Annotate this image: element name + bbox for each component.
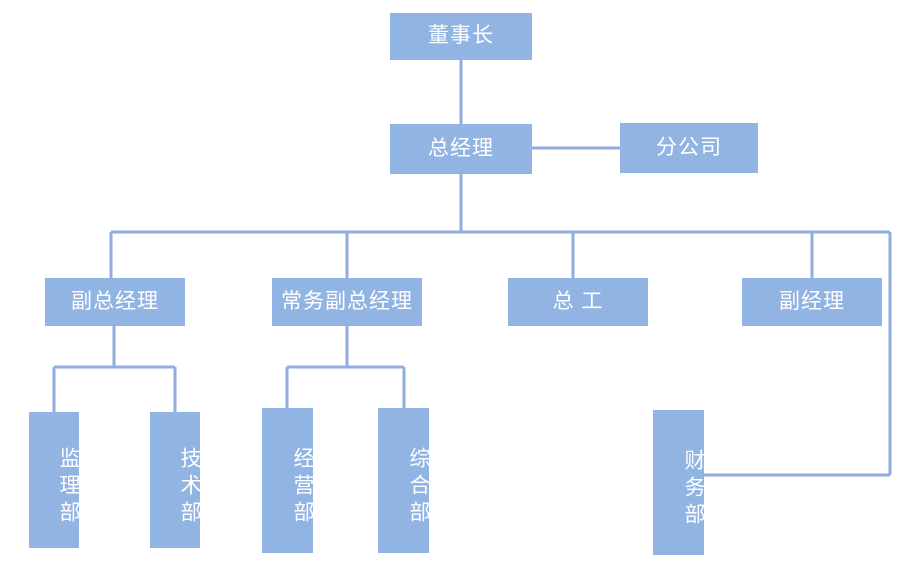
node-label-deputy-manager: 副经理 [779, 289, 845, 313]
node-label-chief-engineer: 总 工 [552, 289, 604, 313]
node-label-finance-dept: 财务部 [682, 449, 705, 530]
node-deputy-manager[interactable]: 副经理 [742, 278, 882, 326]
node-label-general-affairs-dept: 综合部 [407, 447, 430, 528]
node-executive-deputy-gm[interactable]: 常务副总经理 [272, 278, 422, 326]
node-label-chairman: 董事长 [428, 24, 494, 48]
node-label-supervision-dept: 监理部 [57, 446, 80, 528]
node-label-branch-company: 分公司 [656, 135, 722, 159]
node-chief-engineer[interactable]: 总 工 [508, 278, 648, 326]
node-supervision-dept[interactable]: 监理部 [29, 412, 80, 548]
node-label-operations-dept: 经营部 [291, 447, 314, 528]
node-chairman[interactable]: 董事长 [390, 13, 532, 60]
node-label-deputy-gm: 副总经理 [71, 289, 159, 313]
node-general-affairs-dept[interactable]: 综合部 [378, 408, 430, 553]
node-finance-dept[interactable]: 财务部 [653, 410, 705, 555]
node-deputy-gm[interactable]: 副总经理 [45, 278, 185, 326]
node-technology-dept[interactable]: 技术部 [150, 412, 201, 548]
node-operations-dept[interactable]: 经营部 [262, 408, 314, 553]
node-label-executive-deputy-gm: 常务副总经理 [281, 289, 413, 313]
node-label-technology-dept: 技术部 [178, 446, 201, 528]
node-branch-company[interactable]: 分公司 [620, 123, 758, 173]
node-general-manager[interactable]: 总经理 [390, 124, 532, 174]
node-label-general-manager: 总经理 [428, 136, 494, 160]
